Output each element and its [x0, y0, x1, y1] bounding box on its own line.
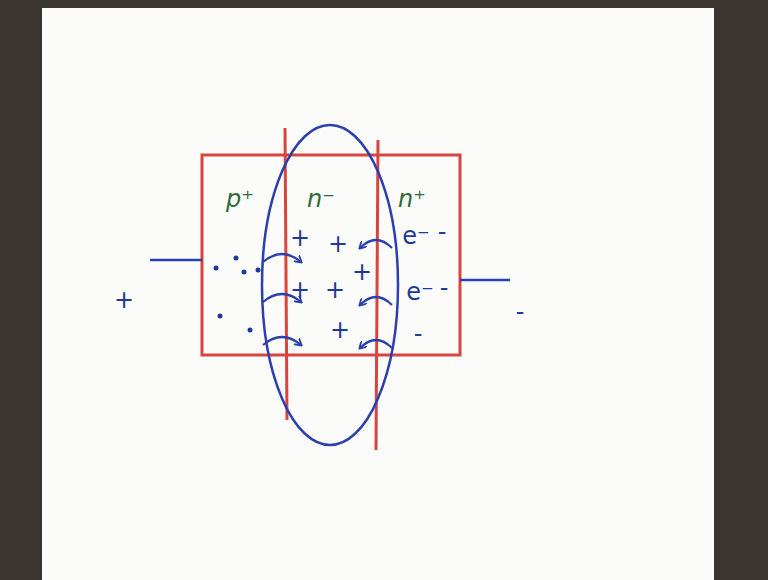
- carrier-injection-arrow: [360, 340, 392, 348]
- semiconductor-region: p⁺: [202, 155, 285, 355]
- depletion-ellipse: [262, 125, 398, 445]
- terminal-wire: [150, 259, 202, 262]
- terminal-sign: -: [516, 300, 525, 324]
- region-label: p⁺: [226, 185, 254, 213]
- charge-symbol: +: [290, 278, 310, 302]
- charge-symbol: -: [438, 220, 447, 244]
- region-label: n⁻: [307, 185, 335, 213]
- terminal-sign: +: [114, 288, 134, 312]
- carrier-injection-arrow: [360, 240, 392, 248]
- charge-symbol: +: [330, 318, 350, 342]
- hole-dots: [214, 256, 261, 333]
- terminal-wire: [460, 279, 510, 282]
- charge-symbol: e⁻: [402, 224, 429, 248]
- charge-symbol: e⁻: [406, 280, 433, 304]
- charge-symbol: +: [325, 278, 345, 302]
- carrier-injection-arrow: [360, 297, 392, 305]
- junction-line: [285, 128, 287, 420]
- charge-symbol: +: [352, 260, 372, 284]
- charge-symbol: +: [290, 226, 310, 250]
- charge-symbol: +: [328, 232, 348, 256]
- diode-body: [202, 155, 460, 355]
- carrier-injection-arrow: [263, 254, 301, 262]
- carrier-injection-arrow: [263, 337, 301, 345]
- charge-symbol: -: [440, 276, 449, 300]
- charge-symbol: -: [414, 322, 423, 346]
- region-label: n⁺: [398, 185, 426, 213]
